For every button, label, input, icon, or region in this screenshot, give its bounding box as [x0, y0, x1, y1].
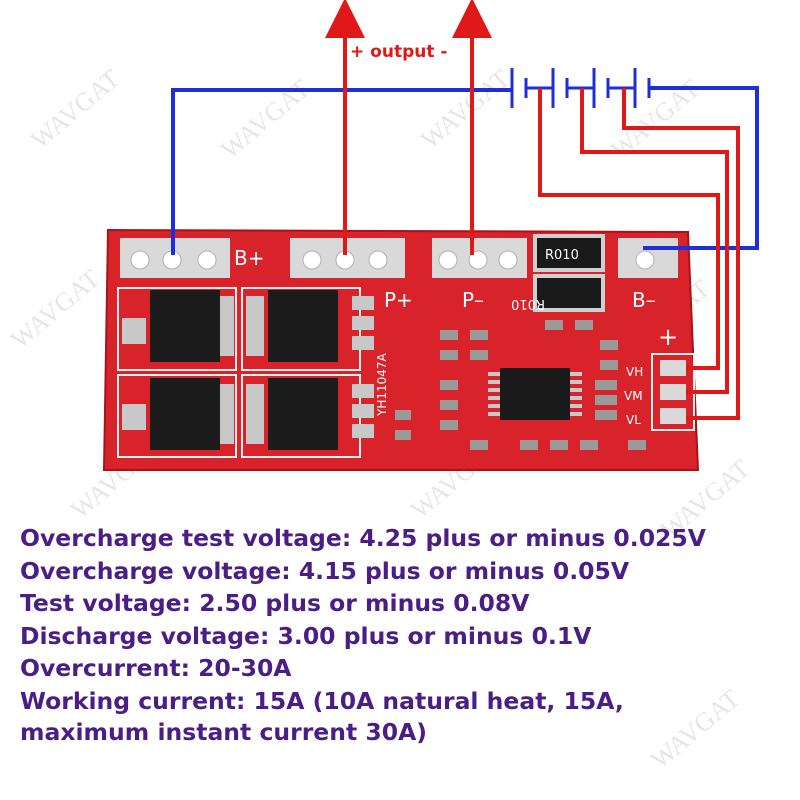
b-minus-label: B– — [632, 288, 656, 312]
vh-label: VH — [626, 365, 643, 379]
watermark: WAVGAT — [415, 64, 515, 155]
spec-line: Overcurrent: 20-30A — [20, 654, 292, 682]
spec-line: Discharge voltage: 3.00 plus or minus 0.… — [20, 621, 592, 650]
spec-line: maximum instant current 30A) — [20, 718, 428, 746]
spec-line: Overcharge voltage: 4.15 plus or minus 0… — [20, 556, 630, 585]
output-label: + output - — [350, 42, 447, 62]
resistor-2-label: R010 — [511, 296, 545, 311]
vl-label: VL — [626, 413, 641, 427]
mosfet-group — [117, 287, 374, 458]
pcb-board: B+ P+ P– B– + VH VM VL YH11047A R010 R01… — [102, 228, 700, 471]
p-minus-label: P– — [462, 288, 484, 312]
red-balance-wires — [538, 88, 740, 420]
spec-line: Test voltage: 2.50 plus or minus 0.08V — [20, 589, 530, 617]
spec-list: Overcharge test voltage: 4.25 plus or mi… — [20, 522, 790, 747]
spec-line: Working current: 15A (10A natural heat, … — [20, 686, 624, 715]
output-arrows — [325, 0, 492, 255]
plus-label: + — [658, 323, 678, 351]
b-plus-label: B+ — [234, 246, 264, 270]
watermark: WAVGAT — [25, 64, 125, 155]
p-plus-label: P+ — [384, 288, 413, 312]
board-id-label: YH11047A — [375, 352, 389, 417]
spec-line: Overcharge test voltage: 4.25 plus or mi… — [20, 524, 706, 552]
vm-label: VM — [624, 389, 643, 403]
resistor-1-label: R010 — [545, 248, 579, 263]
blue-wires — [171, 86, 759, 255]
watermark: WAVGAT — [215, 74, 315, 165]
watermark: WAVGAT — [5, 264, 105, 355]
ic-chip — [500, 368, 570, 420]
